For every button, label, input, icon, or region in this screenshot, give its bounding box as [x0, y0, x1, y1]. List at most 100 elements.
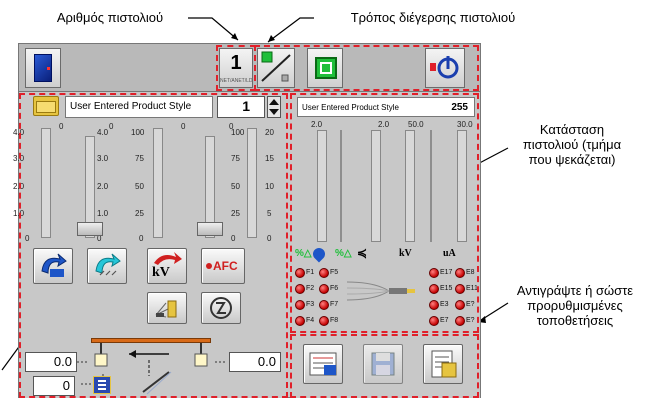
slider-track-2[interactable] — [85, 136, 95, 238]
spray-pattern-button[interactable] — [147, 292, 187, 324]
fault-lamp-e-unk2 — [455, 316, 465, 326]
fault-label-e15: E15 — [440, 285, 453, 292]
conveyor-bar — [91, 338, 211, 343]
slider-track-4[interactable] — [205, 136, 215, 238]
status-product-number: 255 — [451, 102, 468, 113]
highlight-gun-status — [290, 93, 479, 333]
main-menu-button[interactable] — [25, 48, 61, 88]
fault-label-e11: E11 — [466, 285, 478, 292]
product-number-stepper[interactable] — [267, 96, 281, 118]
fault-label-f3: F3 — [306, 301, 315, 308]
status-icons-row: %△ %△ ≼ kV uA — [295, 245, 479, 264]
save-preset-button[interactable] — [363, 344, 403, 384]
fault-label-e7a: E7 — [440, 317, 449, 324]
spray-gun-icon — [155, 300, 177, 318]
slider-thumb-2[interactable] — [77, 222, 103, 236]
scale-b-4: 0 — [97, 234, 102, 243]
fault-lamp-f4 — [295, 316, 305, 326]
status-product-style: User Entered Product Style 255 — [297, 97, 475, 117]
scale-c-0: 100 — [131, 128, 145, 137]
scale-a-4: 0 — [25, 234, 30, 243]
scale-a-3: 1.0 — [13, 209, 25, 218]
cascade-button[interactable] — [201, 292, 241, 324]
slider-track-5[interactable] — [247, 128, 257, 238]
scale-a-2: 2.0 — [13, 182, 25, 191]
left-position-field[interactable]: 0.0 — [25, 352, 77, 372]
atomizing-flow-button[interactable] — [87, 248, 127, 284]
trigger-mode-button-2[interactable] — [307, 48, 343, 88]
fault-label-e17: E17 — [440, 269, 453, 276]
status-scales — [340, 130, 432, 242]
product-number-field[interactable]: 1 — [217, 96, 265, 118]
fault-lamp-f2 — [295, 284, 305, 294]
kv-button[interactable]: kV — [147, 248, 187, 284]
fault-lamp-e-unk1 — [455, 300, 465, 310]
zero-label-2: 0 — [109, 122, 114, 131]
fault-lamp-e17 — [429, 268, 439, 278]
bar-top-1: 2.0 — [311, 120, 323, 129]
hmi-panel: 1 NET/ANET/LD User Entered Product Style… — [13, 43, 481, 398]
air-flow-button[interactable] — [33, 248, 73, 284]
copy-preset-button[interactable] — [303, 344, 343, 384]
fault-lamp-e11 — [455, 284, 465, 294]
status-product-style-text: User Entered Product Style — [302, 103, 399, 112]
scale-d-2: 50 — [231, 182, 240, 191]
status-bar-3 — [405, 130, 415, 242]
status-bar-1 — [317, 130, 327, 242]
scale-d-3: 25 — [231, 209, 240, 218]
fault-label-f8: F8 — [330, 317, 339, 324]
right-position-field[interactable]: 0.0 — [229, 352, 281, 372]
status-bar-2 — [371, 130, 381, 242]
scale-c-2: 50 — [135, 182, 144, 191]
floppy-disk-icon — [371, 352, 395, 376]
trigger-mode-button-1[interactable] — [257, 48, 295, 88]
fault-lamp-f3 — [295, 300, 305, 310]
gun-module-icon[interactable] — [93, 376, 111, 394]
fault-lamp-f6 — [319, 284, 329, 294]
copy-list-icon — [309, 352, 337, 376]
scale-b-3: 1.0 — [97, 209, 109, 218]
kv-label: kV — [152, 265, 170, 280]
fault-lamp-e8 — [455, 268, 465, 278]
zero-label-4: 0 — [229, 122, 234, 131]
slider-thumb-4[interactable] — [197, 222, 223, 236]
slider-track-1[interactable] — [41, 128, 51, 238]
gun-cable-diagram — [346, 281, 415, 301]
fault-label-e8: E8 — [466, 269, 475, 276]
bar-top-4: 30.0 — [457, 120, 473, 129]
zero-label-1: 0 — [59, 122, 64, 131]
callout-copy-save: Αντιγράψτε ή σώστε προρυθμισμένες τοποθε… — [516, 283, 634, 328]
status-bar-4 — [457, 130, 467, 242]
load-preset-button[interactable] — [423, 344, 463, 384]
slider-track-3[interactable] — [153, 128, 163, 238]
callout-gun-status: Κατάσταση πιστολιού (τμήμα που ψεκάζεται… — [522, 122, 622, 167]
door-icon — [34, 54, 52, 82]
power-button[interactable] — [425, 48, 465, 88]
gun-number-display[interactable]: 1 NET/ANET/LD — [219, 48, 253, 88]
fault-label-f6: F6 — [330, 285, 339, 292]
highlight-trigger-mode — [254, 45, 479, 91]
count-field[interactable]: 0 — [33, 376, 75, 396]
fault-label-f4: F4 — [306, 317, 315, 324]
scale-b-2: 2.0 — [97, 182, 109, 191]
kv-arrow-icon — [154, 252, 182, 265]
cyan-swirl-icon — [95, 253, 121, 276]
scale-e-0: 20 — [265, 128, 274, 137]
zero-label-3: 0 — [181, 122, 186, 131]
product-style-field[interactable]: User Entered Product Style — [65, 96, 213, 118]
preset-folder-icon[interactable] — [33, 96, 59, 116]
scale-a-0: 4.0 — [13, 128, 25, 137]
bar-top-3: 50.0 — [408, 120, 424, 129]
gun-number-sub: NET/ANET/LD — [220, 78, 253, 84]
fault-lamp-e3 — [429, 300, 439, 310]
scale-e-3: 5 — [267, 209, 272, 218]
green-square-icon — [315, 57, 337, 79]
afc-button[interactable]: AFC — [201, 248, 245, 284]
air-icon: ≼ — [357, 246, 368, 260]
unit-label-1: %△ — [295, 248, 312, 259]
fault-lamp-f1 — [295, 268, 305, 278]
scale-b-0: 4.0 — [97, 128, 109, 137]
scale-b-1: 3.0 — [97, 154, 109, 163]
fault-label-e3: E3 — [440, 301, 449, 308]
fault-lamp-e15 — [429, 284, 439, 294]
